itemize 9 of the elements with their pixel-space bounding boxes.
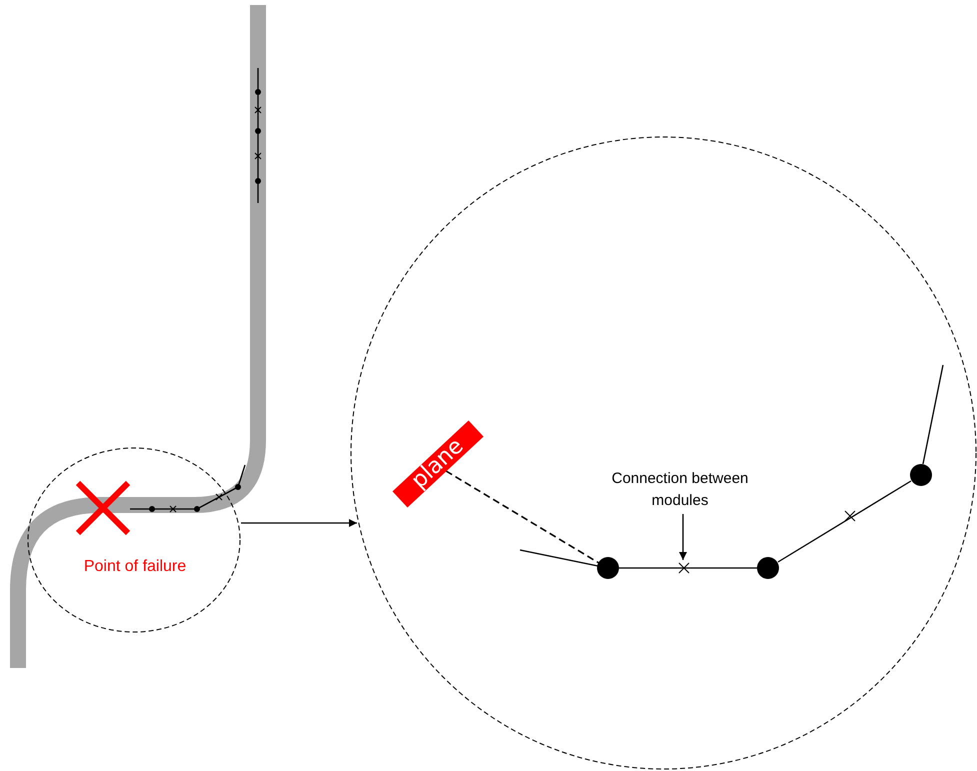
annotation-text: Connection between modules [595,468,765,512]
joint-ball [597,557,619,579]
magnified-circle [350,136,977,770]
failure-label: Point of failure [82,558,188,576]
detail-circle [27,447,241,633]
dashed-line [446,470,600,564]
arrow [679,514,687,560]
joint-cross-mark [677,561,691,575]
arrow [241,519,357,527]
